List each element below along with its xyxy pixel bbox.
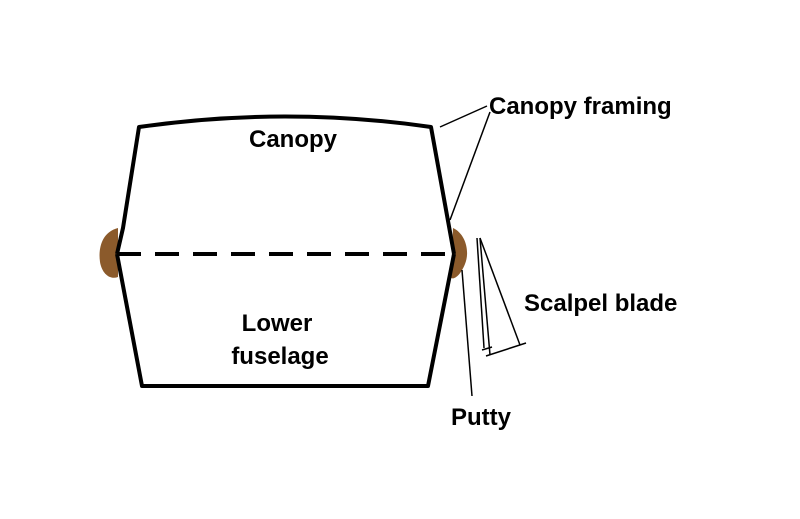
putty-right-blob: [451, 228, 468, 279]
lower-fuselage-label-line1: Lower: [242, 310, 313, 337]
putty-leader-line: [461, 269, 473, 397]
canopy-outline: [115, 114, 456, 255]
putty-left-blob: [99, 228, 118, 278]
putty-label: Putty: [451, 404, 512, 431]
canopy-framing-leader-top: [439, 105, 488, 128]
scalpel-blade-label: Scalpel blade: [524, 290, 677, 317]
lower-fuselage-label-line2: fuselage: [231, 343, 328, 370]
scalpel-blade-shape: [476, 237, 527, 357]
lower-fuselage-outline: [115, 253, 456, 388]
canopy-label: Canopy: [249, 126, 338, 153]
canopy-framing-label: Canopy framing: [489, 93, 672, 120]
canopy-framing-leader-side: [449, 111, 491, 221]
